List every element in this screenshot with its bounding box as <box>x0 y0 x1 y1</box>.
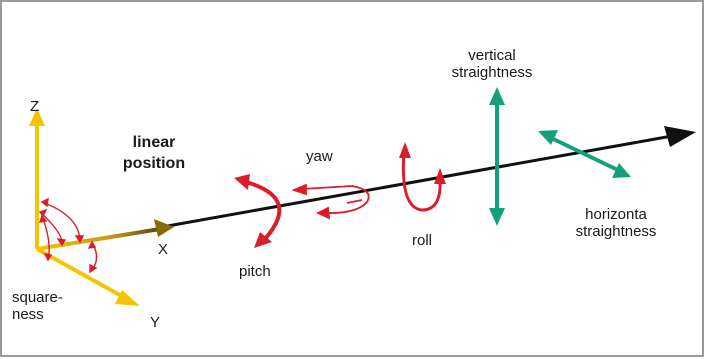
linear-position-label-line2: position <box>122 154 186 172</box>
squareness-label-line2: ness <box>12 306 44 324</box>
horizontal-straightness-label-line2: straightness <box>575 223 657 241</box>
vertical-straightness-label: vertical straightness <box>452 47 533 82</box>
z-axis-arrow <box>29 108 45 249</box>
squareness-label-line1: square- <box>12 289 63 306</box>
travel-axis-arrow <box>161 126 696 229</box>
squareness-arcs <box>38 197 98 274</box>
roll-arrow <box>399 142 446 212</box>
vertical-straightness-label-line2: straightness <box>451 64 533 82</box>
z-axis-label: Z <box>30 98 40 115</box>
vertical-straightness-arrow <box>489 87 505 226</box>
horizontal-straightness-label-line1: horizonta <box>585 206 647 223</box>
linear-position-label: linear position <box>123 133 185 175</box>
x-axis-arrow <box>36 219 174 251</box>
vertical-straightness-label-line1: vertical <box>468 47 516 64</box>
horizontal-straightness-arrow <box>538 130 631 178</box>
yaw-arrow <box>291 183 370 220</box>
roll-label: roll <box>412 232 433 249</box>
yaw-label: yaw <box>306 148 333 165</box>
y-axis-arrow <box>36 247 140 306</box>
linear-position-label-line1: linear <box>132 134 176 151</box>
pitch-label: pitch <box>239 263 271 280</box>
pitch-arrow <box>234 174 282 248</box>
y-axis-label: Y <box>150 314 161 331</box>
x-axis-label: X <box>158 241 169 258</box>
horizontal-straightness-label: horizonta straightness <box>576 206 657 241</box>
squareness-label: square- ness <box>12 289 63 324</box>
